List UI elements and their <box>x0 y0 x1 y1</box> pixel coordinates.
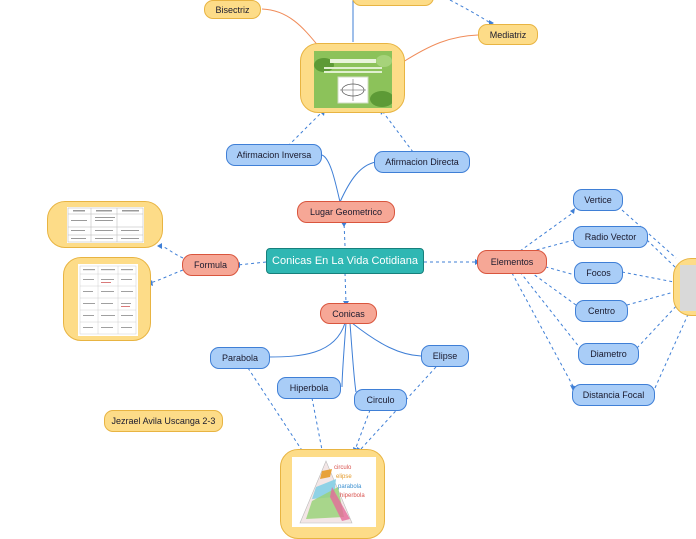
formula-table-image-bottom <box>78 264 138 336</box>
bisectriz-node[interactable]: Bisectriz <box>204 0 261 19</box>
leaf-illustration <box>314 51 392 108</box>
link-focos-right <box>621 271 675 283</box>
table-illustration <box>67 207 144 243</box>
parabola-node[interactable]: Parabola <box>210 347 270 369</box>
cone-label-parabola: parabola <box>338 484 362 490</box>
link-lugar-afirmacion-directa <box>339 161 377 203</box>
formula-table-image-top <box>67 207 144 243</box>
link-diametro-right <box>636 301 681 349</box>
link-conicas-parabola <box>267 322 346 358</box>
arrow-lugar <box>341 222 347 227</box>
link-elementos-diametro <box>519 271 581 349</box>
vertice-node[interactable]: Vertice <box>573 189 623 211</box>
link-card-mediatriz <box>402 34 479 63</box>
cone-label-hiperbola: hiperbola <box>340 493 365 499</box>
lugar-geometrico-image-card[interactable] <box>300 43 405 113</box>
lugar-geometrico-node[interactable]: Lugar Geometrico <box>297 201 395 223</box>
link-top-mediatriz <box>449 0 493 25</box>
elementos-image-card[interactable] <box>673 258 696 316</box>
link-distancia-right <box>654 309 691 389</box>
formula-table-card-bottom[interactable] <box>63 257 151 341</box>
arrow-vertice <box>570 208 575 214</box>
link-formula-table-top <box>159 245 184 259</box>
formula-sheet-illustration <box>79 265 137 335</box>
link-conicas-elipse <box>351 322 422 357</box>
mediatriz-node[interactable]: Mediatriz <box>478 24 538 45</box>
formula-node[interactable]: Formula <box>182 254 239 276</box>
afirmacion-directa-node[interactable]: Afirmacion Directa <box>374 151 470 173</box>
partial-top-node[interactable] <box>352 0 434 6</box>
afirmacion-inversa-node[interactable]: Afirmacion Inversa <box>226 144 322 166</box>
link-vertice-right <box>621 209 677 259</box>
lugar-geometrico-image <box>314 51 392 108</box>
cone-label-circulo: circulo <box>334 465 352 471</box>
elementos-image <box>680 265 696 311</box>
link-lugar-afirmacion-inversa <box>321 154 341 203</box>
centro-node[interactable]: Centro <box>575 300 628 322</box>
elementos-node[interactable]: Elementos <box>477 250 547 274</box>
link-center-formula <box>237 261 267 266</box>
link-parabola-cone <box>247 367 306 456</box>
author-label: Jezrael Avila Uscanga 2-3 <box>104 410 223 432</box>
cone-image: circulo elipse parabola hiperbola <box>292 457 376 527</box>
circulo-node[interactable]: Circulo <box>354 389 407 411</box>
link-afirmacion-inversa-card <box>287 111 323 147</box>
link-radio-right <box>646 239 677 269</box>
hiperbola-node[interactable]: Hiperbola <box>277 377 341 399</box>
link-afirmacion-directa-card <box>382 111 414 153</box>
link-hiperbola-cone <box>311 397 323 451</box>
conicas-node[interactable]: Conicas <box>320 303 377 324</box>
link-center-conicas <box>344 272 347 304</box>
focos-node[interactable]: Focos <box>574 262 623 284</box>
link-circulo-cone <box>354 409 371 451</box>
link-conicas-hiperbola <box>341 322 347 388</box>
distancia-focal-node[interactable]: Distancia Focal <box>572 384 655 406</box>
link-card-bisectriz <box>261 8 321 49</box>
link-elementos-distancia <box>511 272 575 389</box>
cone-illustration <box>299 460 353 524</box>
radio-vector-node[interactable]: Radio Vector <box>573 226 648 248</box>
link-conicas-circulo <box>349 322 357 393</box>
central-topic[interactable]: Conicas En La Vida Cotidiana <box>266 248 424 274</box>
link-elementos-vertice <box>519 211 575 252</box>
link-elementos-centro <box>524 267 577 306</box>
cone-label-elipse: elipse <box>336 474 352 480</box>
link-formula-table-bottom <box>149 269 184 284</box>
connector-lines <box>148 0 691 456</box>
elipse-node[interactable]: Elipse <box>421 345 469 367</box>
cone-image-card[interactable]: circulo elipse parabola hiperbola <box>280 449 385 539</box>
diametro-node[interactable]: Diametro <box>578 343 639 365</box>
formula-table-card-top[interactable] <box>47 201 163 248</box>
link-centro-right <box>626 291 675 306</box>
arrow-table-top <box>157 243 162 249</box>
